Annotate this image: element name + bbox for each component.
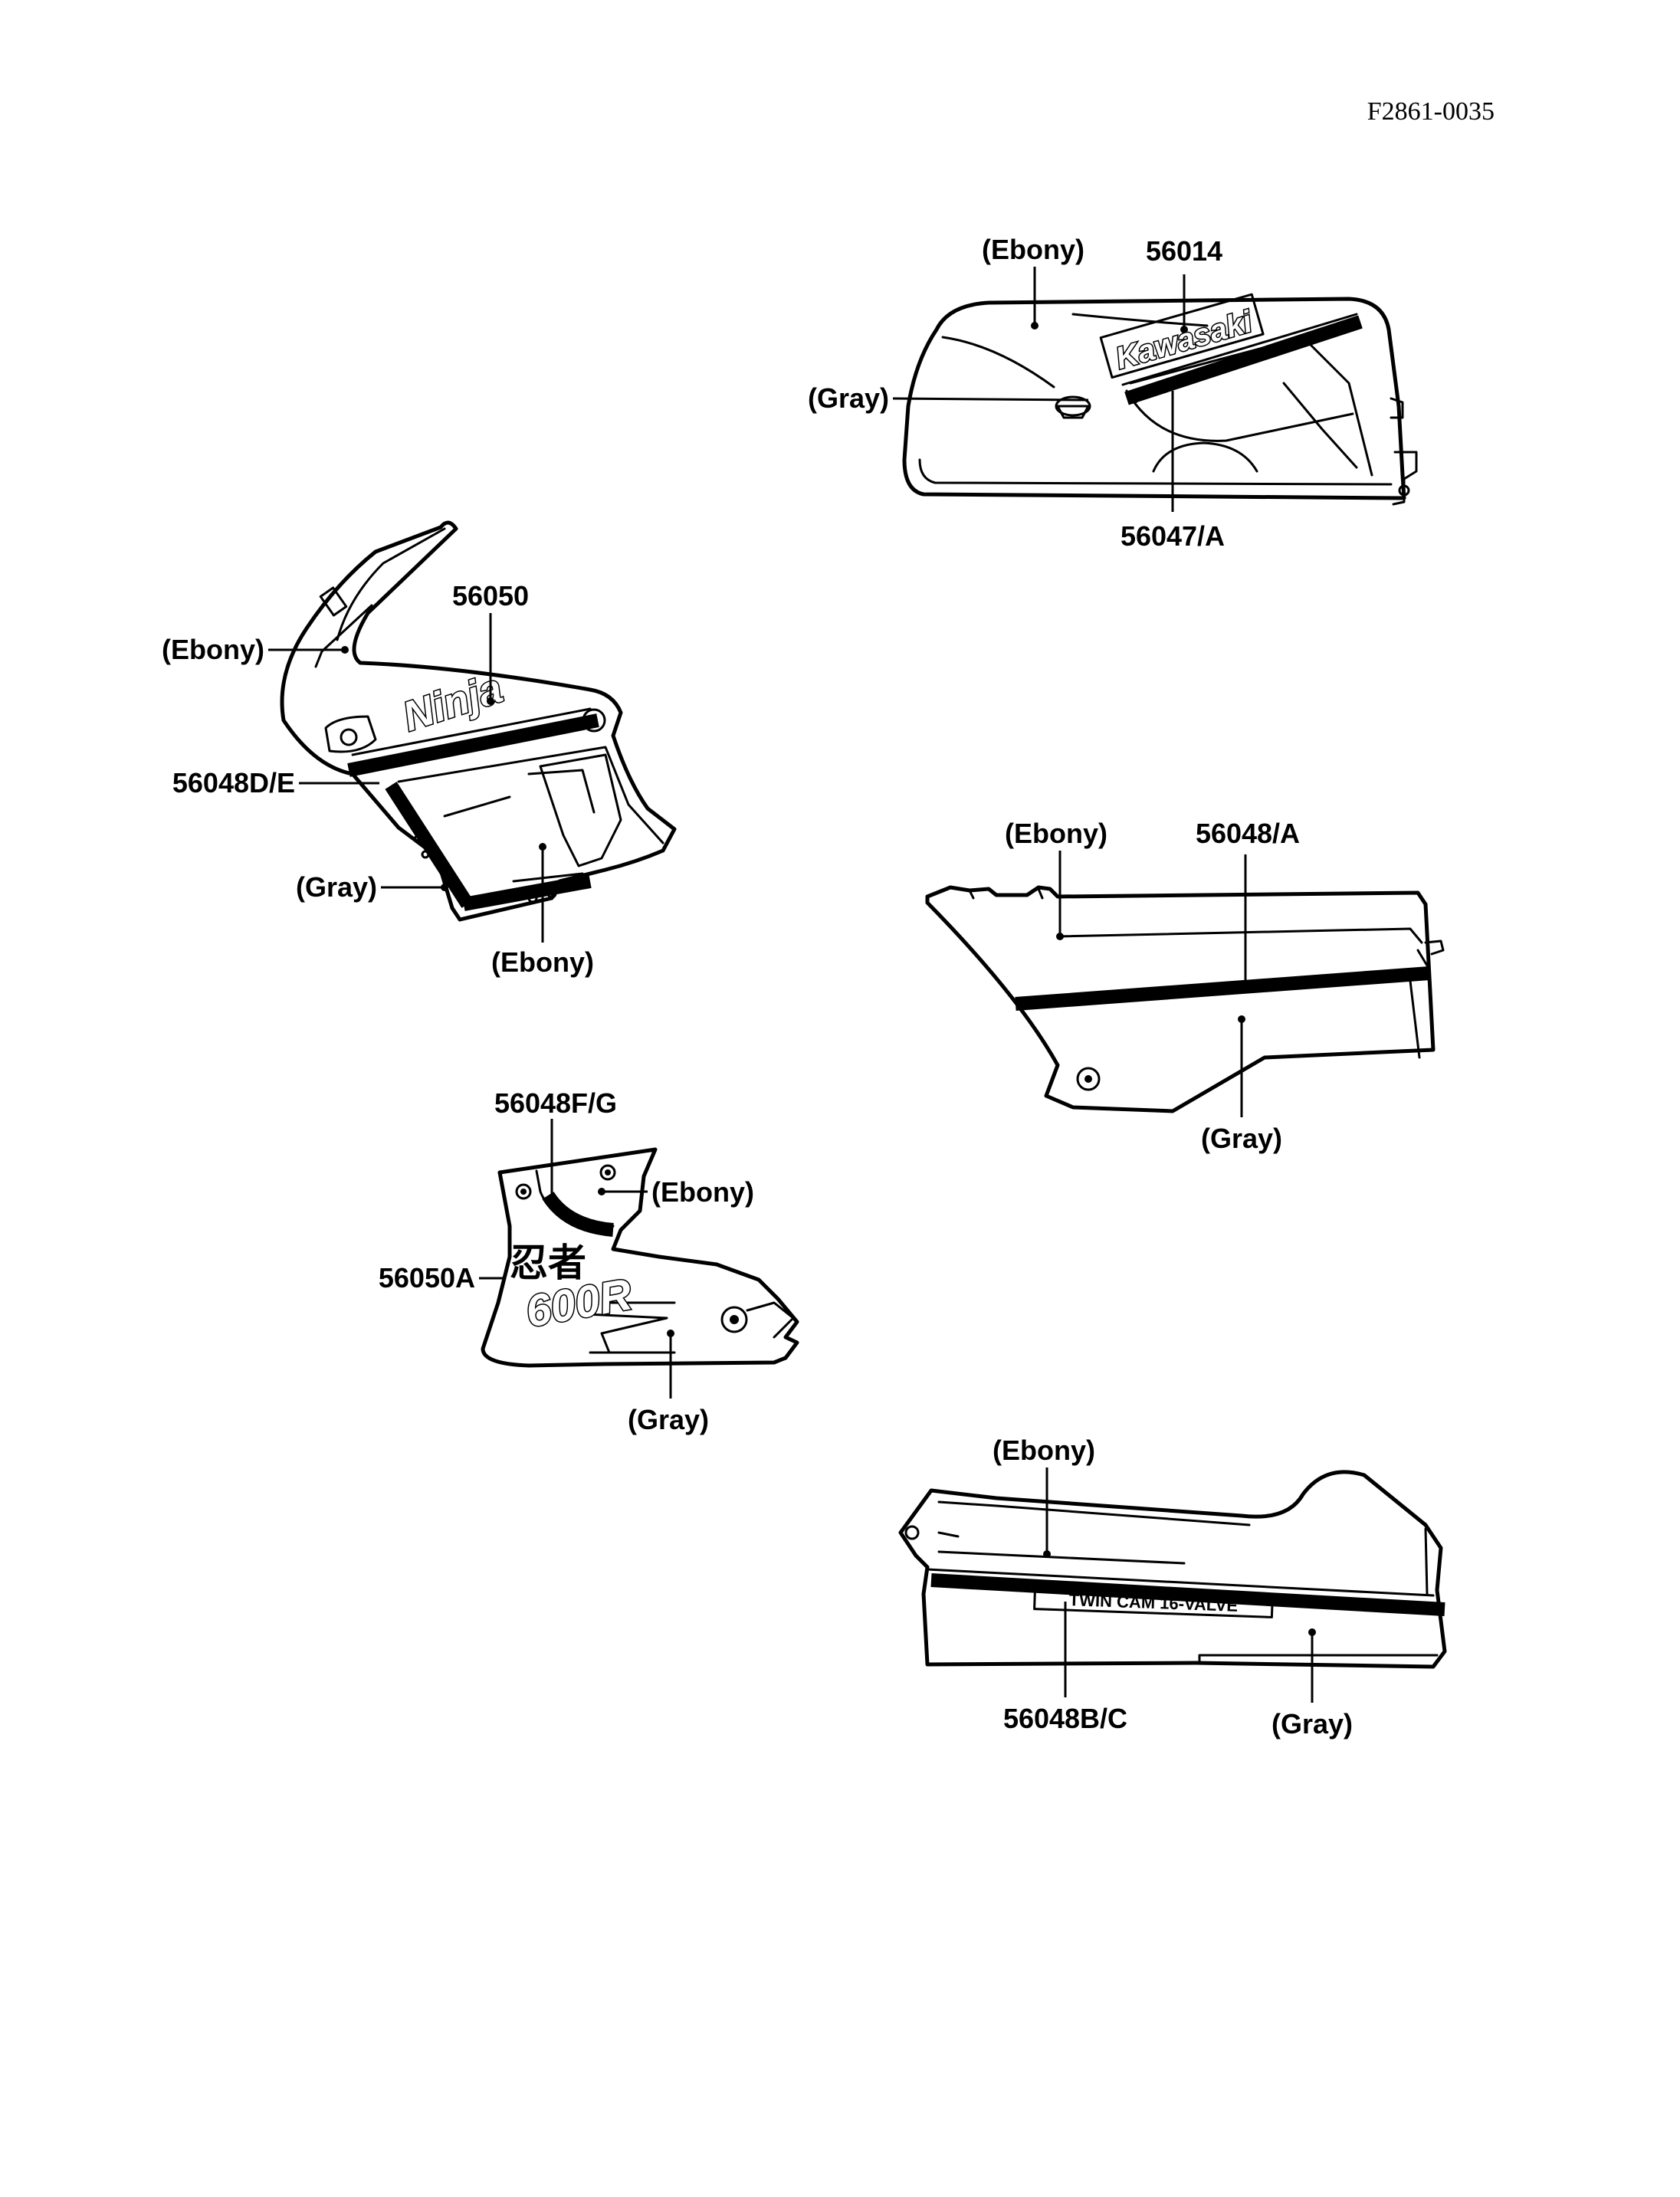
tail-cover-color-upper: (Ebony) <box>993 1435 1095 1466</box>
upper-fairing-color-upper: (Ebony) <box>162 634 264 665</box>
side-cover-callouts: (Ebony) 56048/A (Gray) <box>1005 818 1300 1154</box>
lower-fairing-callouts: 56048F/G (Ebony) 56050A (Gray) <box>379 1087 754 1435</box>
tail-cover-color-lower: (Gray) <box>1271 1708 1353 1740</box>
side-cover-color-lower: (Gray) <box>1201 1123 1282 1154</box>
side-cover-stripe-number: 56048/A <box>1196 818 1300 849</box>
tail-cover-callouts: (Ebony) 56048B/C (Gray) <box>993 1435 1353 1740</box>
fuel-tank-decal-number: 56014 <box>1146 235 1222 267</box>
tail-cover-stripe-number: 56048B/C <box>1003 1703 1127 1734</box>
fuel-tank-color-lower: (Gray) <box>808 382 889 414</box>
upper-fairing-decal-number: 56050 <box>452 580 529 612</box>
lower-fairing-stripe-number: 56048F/G <box>494 1087 617 1119</box>
tail-cover: TWIN CAM 16-VALVE <box>898 1470 1447 1669</box>
fuel-tank-color-upper: (Ebony) <box>982 234 1084 265</box>
lower-fairing-color-upper: (Ebony) <box>651 1176 754 1208</box>
side-cover-color-upper: (Ebony) <box>1005 818 1107 849</box>
lower-fairing-decal-kanji: 忍者 <box>510 1241 586 1284</box>
lower-fairing-decal-number: 56050A <box>379 1262 475 1294</box>
fuel-tank-callouts: (Ebony) 56014 (Gray) 56047/A <box>808 234 1225 552</box>
upper-fairing-stripe-number: 56048D/E <box>172 767 295 798</box>
lower-fairing-color-lower: (Gray) <box>628 1404 709 1435</box>
upper-fairing-color-side: (Gray) <box>296 871 377 903</box>
fuel-tank-stripe-number: 56047/A <box>1121 520 1225 552</box>
side-cover <box>925 885 1445 1113</box>
upper-fairing-color-lower: (Ebony) <box>491 946 594 978</box>
upper-fairing-callouts: 56050 (Ebony) 56048D/E (Gray) (Ebony) <box>162 580 594 978</box>
document-code: F2861-0035 <box>1367 97 1495 126</box>
